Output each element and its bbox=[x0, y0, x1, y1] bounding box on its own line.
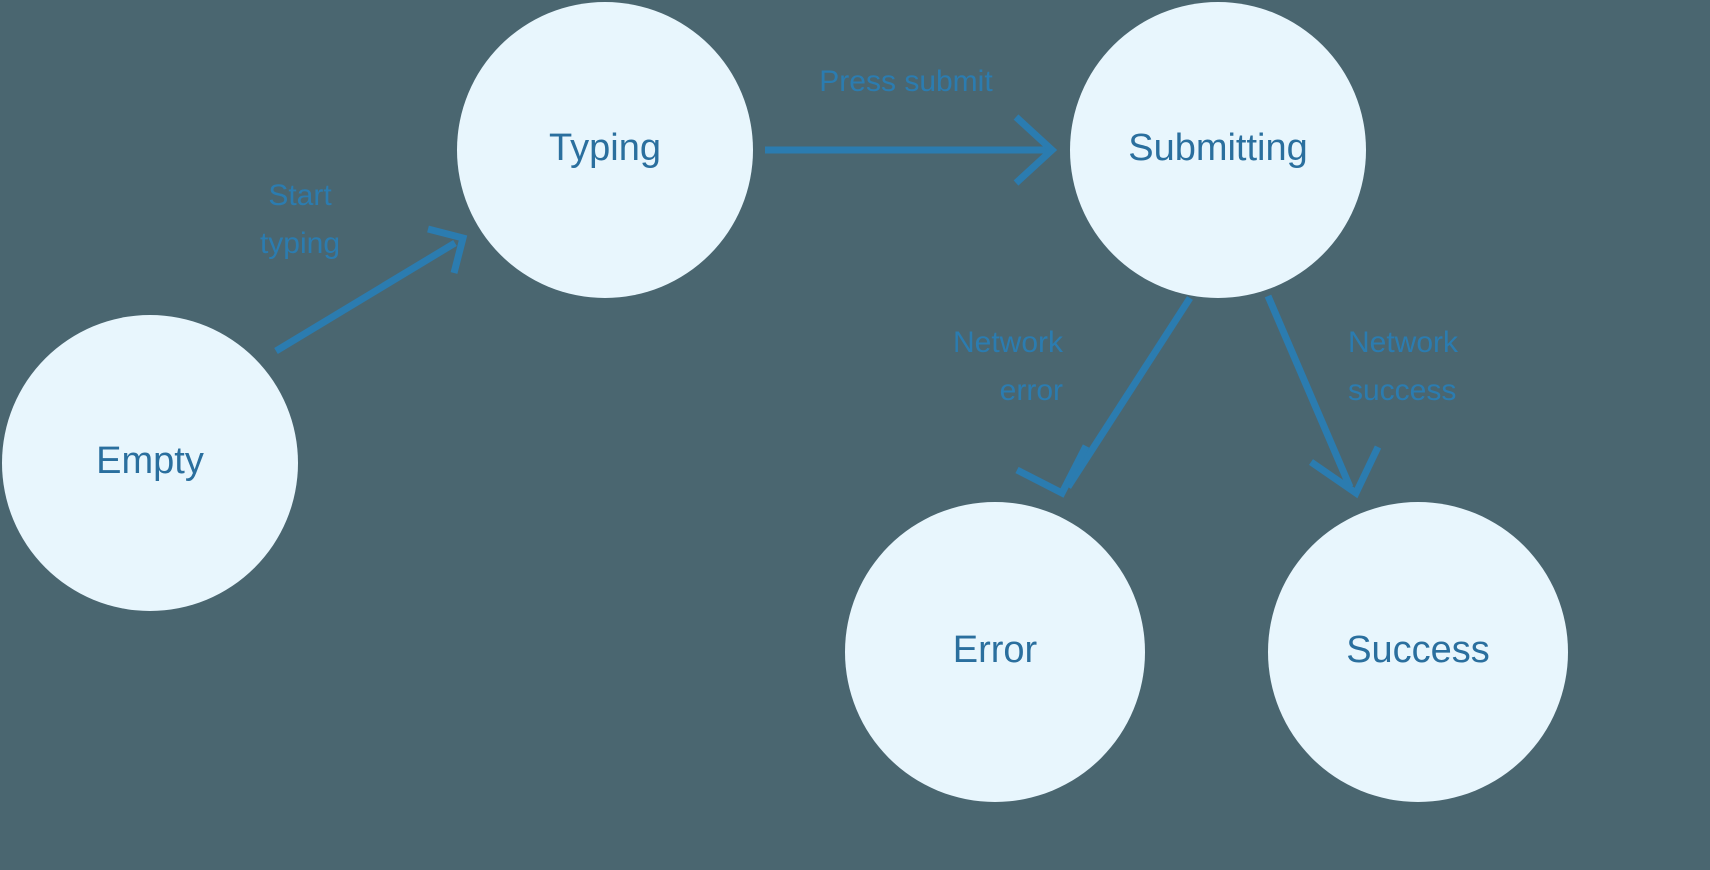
edge-empty-to-typing-line bbox=[274, 240, 457, 354]
edge-empty-to-typing: Start typing bbox=[260, 179, 468, 354]
node-submitting[interactable]: Submitting bbox=[1070, 2, 1366, 298]
node-success-circle[interactable] bbox=[1268, 502, 1568, 802]
node-success[interactable]: Success bbox=[1268, 502, 1568, 802]
edge-submitting-to-error-line bbox=[1065, 296, 1193, 489]
edge-submitting-to-error: Network error bbox=[953, 296, 1193, 498]
edge-submitting-to-error-arrowhead bbox=[1015, 444, 1090, 498]
edge-empty-to-typing-arrowhead bbox=[427, 225, 468, 274]
node-submitting-circle[interactable] bbox=[1070, 2, 1366, 298]
edge-typing-to-submitting-arrowhead bbox=[1013, 114, 1058, 186]
node-submitting-label: Submitting bbox=[1128, 127, 1308, 169]
edge-submitting-to-error-label-line-1: Network bbox=[953, 326, 1064, 359]
edge-empty-to-typing-label-line-2: typing bbox=[260, 227, 340, 260]
node-typing-label: Typing bbox=[549, 127, 661, 169]
edge-empty-to-typing-label-line-1: Start bbox=[268, 179, 332, 212]
edge-submitting-to-success: Network success bbox=[1264, 294, 1459, 499]
node-typing-circle[interactable] bbox=[457, 2, 753, 298]
edge-submitting-to-success-arrowhead bbox=[1309, 445, 1382, 499]
node-empty-label: Empty bbox=[96, 440, 204, 482]
edge-typing-to-submitting-label-line-1: Press submit bbox=[819, 65, 993, 98]
node-error-label: Error bbox=[953, 629, 1038, 671]
node-error[interactable]: Error bbox=[845, 502, 1145, 802]
edge-submitting-to-error-label-line-2: error bbox=[1000, 374, 1063, 407]
node-empty-circle[interactable] bbox=[2, 315, 298, 611]
node-empty[interactable]: Empty bbox=[2, 315, 298, 611]
node-success-label: Success bbox=[1346, 629, 1490, 671]
node-typing[interactable]: Typing bbox=[457, 2, 753, 298]
edge-submitting-to-success-line bbox=[1264, 294, 1354, 489]
edge-submitting-to-success-label-line-2: success bbox=[1348, 374, 1456, 407]
edge-typing-to-submitting: Press submit bbox=[765, 65, 1058, 186]
node-error-circle[interactable] bbox=[845, 502, 1145, 802]
edge-submitting-to-success-label-line-1: Network bbox=[1348, 326, 1459, 359]
